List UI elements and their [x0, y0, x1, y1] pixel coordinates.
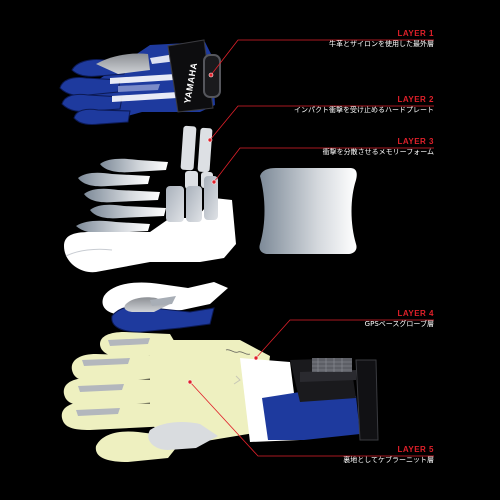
thumb-components	[102, 282, 228, 333]
layer3-description: 衝撃を分散させるメモリーフォーム	[322, 148, 434, 156]
layer5-title: LAYER 5	[397, 445, 434, 454]
layer3-memory-foam	[64, 158, 357, 273]
layer4-cuff-end	[355, 359, 379, 441]
layer3-label: LAYER 3 衝撃を分散させるメモリーフォーム	[323, 137, 434, 157]
layer2-label: LAYER 2 インパクト衝撃を受け止めるハードプレート	[294, 95, 434, 115]
layer1-label: LAYER 1 牛革とザイロンを使用した最外層	[329, 29, 434, 49]
layer2-description: インパクト衝撃を受け止めるハードプレート	[294, 106, 434, 114]
layer4-label: LAYER 4 GPSベースグローブ層	[365, 309, 434, 329]
layer2-plate	[197, 127, 213, 173]
layer1-finger	[73, 108, 131, 125]
leader-line-layer4	[255, 319, 434, 359]
layer5-label: LAYER 5 裏地としてケブラーニット層	[343, 445, 434, 465]
layer1-title: LAYER 1	[397, 29, 434, 38]
layer1-outer-shell: YAMAHA	[59, 39, 221, 125]
leader-line-layer3	[213, 147, 434, 183]
leader-line-layer1	[210, 39, 434, 76]
layer4-description: GPSベースグローブ層	[364, 320, 434, 328]
layer2-title: LAYER 2	[397, 95, 434, 104]
layer5-description: 裏地としてケブラーニット層	[343, 456, 434, 464]
leader-line-layer5	[189, 381, 434, 457]
layer1-description: 牛革とザイロンを使用した最外層	[329, 40, 434, 48]
layer3-foam-panel	[64, 198, 236, 273]
layer2-plate	[185, 171, 198, 189]
leader-lines	[187, 39, 434, 457]
leader-line-layer2	[209, 105, 434, 141]
layer1-knuckle-panel	[96, 53, 150, 74]
layer1-finger	[61, 93, 123, 112]
layer3-title: LAYER 3	[397, 137, 434, 146]
layer4-base-glove	[61, 332, 379, 462]
layer2-plate	[180, 125, 197, 171]
layer1-cuff-strap	[167, 39, 214, 113]
layer3-foam-wrist-piece	[259, 168, 357, 254]
layer4-cuff-blue	[262, 392, 360, 440]
layer4-title: LAYER 4	[397, 309, 434, 318]
